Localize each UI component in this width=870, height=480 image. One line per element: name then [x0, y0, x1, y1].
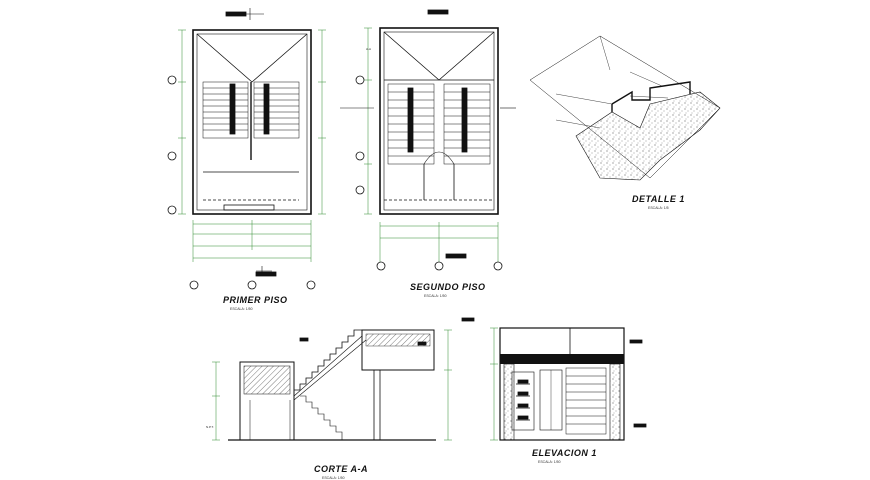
segundo-piso-title: SEGUNDO PISO — [410, 282, 486, 292]
primer-piso-title: PRIMER PISO — [223, 295, 288, 305]
section-mark-left: A-A — [366, 47, 371, 51]
primer-stair-right — [253, 81, 300, 139]
detalle-scale: ESCALA: 1/5 — [648, 206, 669, 210]
corte-scale: ESCALA: 1/50 — [322, 476, 345, 480]
detalle-title: DETALLE 1 — [632, 194, 685, 204]
primer-stair-left — [202, 81, 249, 139]
corte-a-a-drawing — [212, 329, 452, 441]
elevacion-scale: ESCALA: 1/50 — [538, 460, 561, 464]
segundo-piso-scale: ESCALA: 1/50 — [424, 294, 447, 298]
segundo-piso-plan — [340, 9, 516, 271]
primer-piso-scale: ESCALA: 1/50 — [230, 307, 253, 311]
elevacion-title: ELEVACION 1 — [532, 448, 597, 458]
elevacion-stair — [565, 367, 607, 435]
npt-label: N.P.T. — [206, 425, 214, 429]
elevacion-1-drawing — [461, 317, 647, 441]
corte-title: CORTE A-A — [314, 464, 368, 474]
primer-piso-plan — [167, 8, 326, 290]
detalle-1-drawing — [529, 35, 721, 181]
